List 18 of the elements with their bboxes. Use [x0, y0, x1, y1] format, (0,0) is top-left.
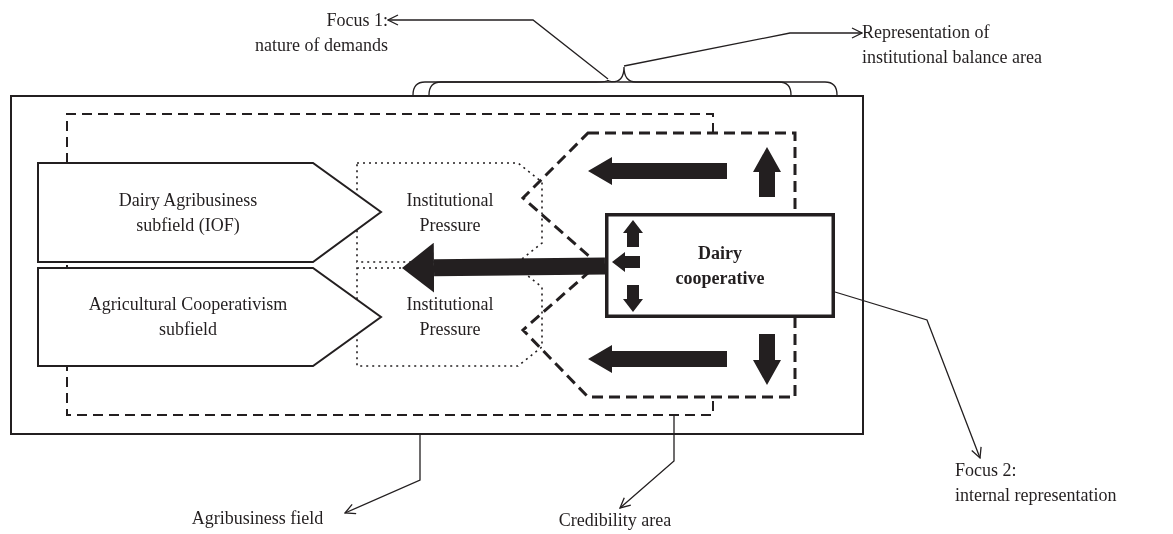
curly-brace	[428, 79, 792, 95]
field-frame	[10, 95, 864, 435]
dashed-area-outline	[523, 133, 795, 397]
leader-line	[834, 291, 982, 459]
process-box: Dairy cooperative	[605, 213, 835, 318]
leader-line	[344, 434, 421, 515]
leader-line	[619, 414, 675, 509]
pentagon-box: Agricultural Cooperativism subfield	[38, 268, 381, 366]
annotation-text: Representation of institutional balance area	[862, 20, 1072, 72]
curly-brace	[412, 66, 838, 95]
annotation-text: Focus 2: internal representation	[955, 458, 1165, 510]
pentagon-box: Dairy Agribusiness subfield (IOF)	[38, 163, 381, 262]
leader-line	[387, 14, 609, 80]
dotted-box: Institutional Pressure	[357, 163, 542, 262]
annotation-text: Agribusiness field	[170, 506, 345, 532]
annotation-text: Focus 1: nature of demands	[230, 8, 388, 60]
annotation-text: Credibility area	[540, 508, 690, 534]
leader-line	[623, 27, 863, 67]
